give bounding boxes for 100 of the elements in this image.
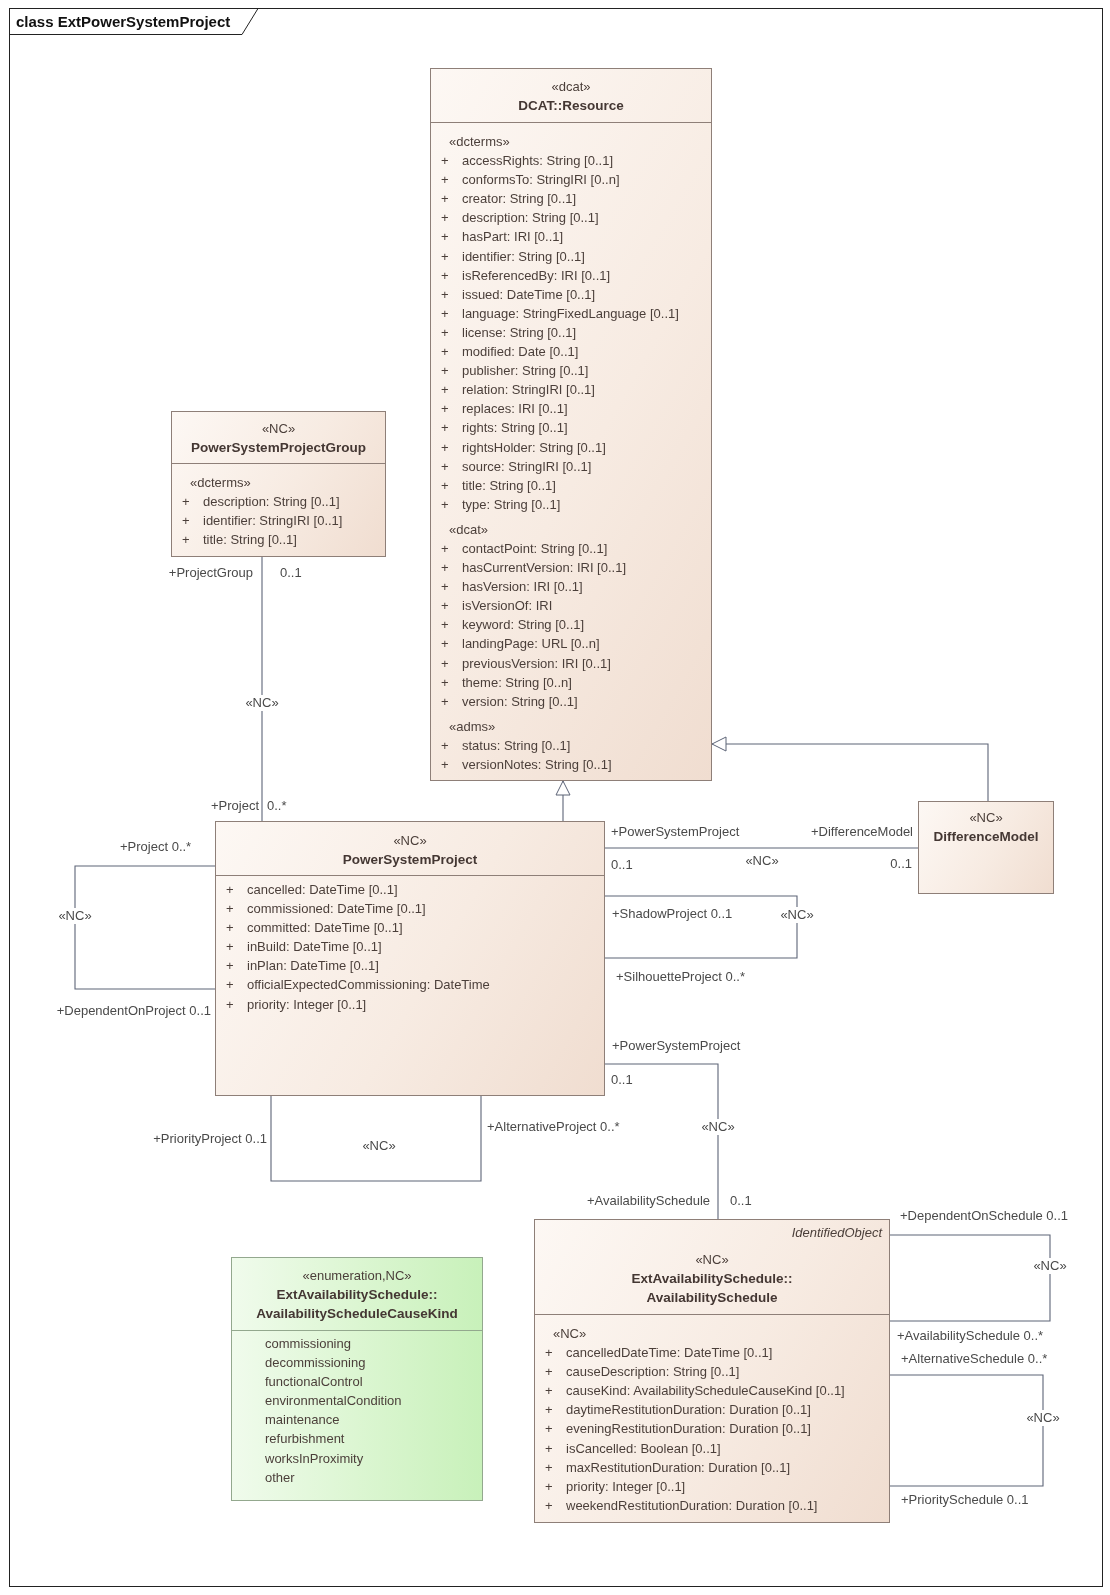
enum-literal: environmentalCondition	[265, 1392, 402, 1411]
edge-label: «NC»	[1025, 1410, 1061, 1426]
edge-label: «NC»	[779, 907, 815, 923]
attribute-row-text: + source: StringIRI [0..1]	[441, 457, 592, 476]
stereotype-label: «enumeration,NC»	[302, 1267, 412, 1285]
section-stereotype: «NC»	[553, 1325, 587, 1343]
attribute-row-text: + description: String [0..1]	[182, 493, 340, 512]
attribute-row-text: + language: StringFixedLanguage [0..1]	[441, 304, 679, 323]
class-box	[918, 801, 1054, 894]
class-name: DifferenceModel	[933, 828, 1039, 846]
section-stereotype: «adms»	[449, 717, 496, 736]
attribute-row-text: + maxRestitutionDuration: Duration [0..1]	[545, 1458, 790, 1477]
attribute-row-text: + cancelledDateTime: DateTime [0..1]	[545, 1344, 773, 1363]
attribute-row-text: + committed: DateTime [0..1]	[226, 919, 403, 938]
attribute-row-text: + weekendRestitutionDuration: Duration [0..1]	[545, 1496, 818, 1515]
section-stereotype: «dcterms»	[449, 133, 510, 151]
role-name: +DependentOnProject 0..1	[56, 1003, 211, 1019]
parent-class-label: IdentifiedObject	[791, 1224, 882, 1242]
attribute-row-text: + modified: Date [0..1]	[441, 343, 579, 362]
attribute-row-text: + version: String [0..1]	[441, 692, 578, 711]
association-line	[889, 1374, 1044, 1487]
attribute-row-text: + hasCurrentVersion: IRI [0..1]	[441, 559, 627, 578]
attribute-row-text: + cancelled: DateTime [0..1]	[226, 881, 398, 899]
role-name: +PowerSystemProject	[611, 824, 740, 840]
role-name: +Project 0..*	[120, 839, 192, 855]
class-name: ExtAvailabilitySchedule:: AvailabilityScheduleCauseKind	[255, 1286, 459, 1323]
attribute-row-text: + title: String [0..1]	[441, 476, 556, 495]
attribute-row-text: + status: String [0..1]	[441, 736, 571, 755]
association-line	[270, 1095, 482, 1182]
stereotype-label: «NC»	[261, 420, 296, 438]
role-name: +AlternativeProject 0..*	[487, 1119, 620, 1135]
role-name: +PowerSystemProject	[612, 1038, 741, 1054]
attribute-row-text: + contactPoint: String [0..1]	[441, 539, 608, 558]
attribute-row-text: + theme: String [0..n]	[441, 673, 572, 692]
multiplicity: 0..1	[890, 856, 912, 872]
class-box	[534, 1219, 890, 1523]
attribute-row-text: + landingPage: URL [0..n]	[441, 635, 600, 654]
attribute-row-text: + priority: Integer [0..1]	[545, 1477, 686, 1496]
multiplicity: 0..1	[611, 1072, 633, 1088]
role-name: +DependentOnSchedule 0..1	[900, 1208, 1069, 1224]
edge-label: «NC»	[1032, 1258, 1068, 1274]
attribute-row-text: + inBuild: DateTime [0..1]	[226, 938, 382, 957]
attribute-row-text: + officialExpectedCommissioning: DateTime	[226, 976, 490, 995]
class-name: PowerSystemProject	[342, 851, 478, 869]
attribute-row-text: + eveningRestitutionDuration: Duration [0..1]	[545, 1420, 811, 1439]
attribute-row-text: + keyword: String [0..1]	[441, 616, 585, 635]
attribute-row-text: + versionNotes: String [0..1]	[441, 756, 612, 774]
stereotype-label: «NC»	[695, 1251, 729, 1269]
role-name: +SilhouetteProject 0..*	[616, 969, 745, 985]
multiplicity: 0..1	[730, 1193, 752, 1209]
attribute-row-text: + previousVersion: IRI [0..1]	[441, 654, 611, 673]
attribute-row-text: + identifier: String [0..1]	[441, 247, 585, 266]
enumeration-box	[231, 1257, 483, 1501]
class-name: DCAT::Resource	[518, 97, 624, 115]
attribute-row-text: + title: String [0..1]	[182, 531, 297, 550]
attribute-row-text: + hasPart: IRI [0..1]	[441, 228, 564, 247]
enum-literal: maintenance	[265, 1411, 340, 1430]
role-name: +PrioritySchedule 0..1	[901, 1492, 1029, 1508]
attribute-row-text: + isCancelled: Boolean [0..1]	[545, 1439, 721, 1458]
attribute-row-text: + accessRights: String [0..1]	[441, 152, 613, 171]
enum-literal: decommissioning	[265, 1354, 366, 1373]
attribute-row-text: + type: String [0..1]	[441, 495, 561, 514]
stereotype-label: «NC»	[969, 809, 1003, 827]
attribute-row-text: + creator: String [0..1]	[441, 190, 577, 209]
attribute-row-text: + isReferencedBy: IRI [0..1]	[441, 266, 611, 285]
role-name: +ShadowProject 0..1	[612, 906, 733, 922]
attribute-row-text: + causeDescription: String [0..1]	[545, 1363, 740, 1382]
role-name: +AvailabilitySchedule	[587, 1193, 710, 1209]
multiplicity: 0..1	[280, 565, 302, 581]
class-box	[430, 68, 712, 781]
stereotype-label: «NC»	[393, 832, 427, 850]
attribute-row-text: + license: String [0..1]	[441, 323, 577, 342]
class-box	[215, 821, 605, 1096]
attribute-row-text: + isVersionOf: IRI	[441, 597, 553, 616]
generalization-arrow	[711, 736, 989, 802]
section-stereotype: «dcterms»	[190, 474, 251, 492]
class-box	[171, 411, 386, 557]
attribute-row-text: + rights: String [0..1]	[441, 419, 568, 438]
role-name: +AlternativeSchedule 0..*	[901, 1351, 1048, 1367]
role-name: +PriorityProject 0..1	[153, 1131, 267, 1147]
attribute-row-text: + causeKind: AvailabilityScheduleCauseKind [0..1]	[545, 1382, 845, 1401]
attribute-row-text: + relation: StringIRI [0..1]	[441, 381, 595, 400]
generalization-arrow	[555, 780, 571, 822]
edge-label: «NC»	[700, 1119, 736, 1135]
attribute-row-text: + inPlan: DateTime [0..1]	[226, 957, 379, 976]
class-name: ExtAvailabilitySchedule:: AvailabilitySchedule	[630, 1270, 794, 1307]
edge-label: «NC»	[244, 695, 280, 711]
attribute-row-text: + commissioned: DateTime [0..1]	[226, 900, 426, 919]
enum-literal: commissioning	[265, 1335, 351, 1353]
attribute-row-text: + replaces: IRI [0..1]	[441, 400, 568, 419]
enum-literal: refurbishment	[265, 1430, 345, 1449]
attribute-row-text: + rightsHolder: String [0..1]	[441, 438, 606, 457]
association-line	[889, 1234, 1051, 1322]
multiplicity: 0..*	[267, 798, 287, 814]
role-name: +DifferenceModel	[811, 824, 913, 840]
enum-literal: functionalControl	[265, 1373, 363, 1392]
association-line	[74, 865, 216, 990]
edge-label: «NC»	[57, 908, 93, 924]
association-line	[261, 556, 263, 822]
attribute-row-text: + hasVersion: IRI [0..1]	[441, 578, 583, 597]
